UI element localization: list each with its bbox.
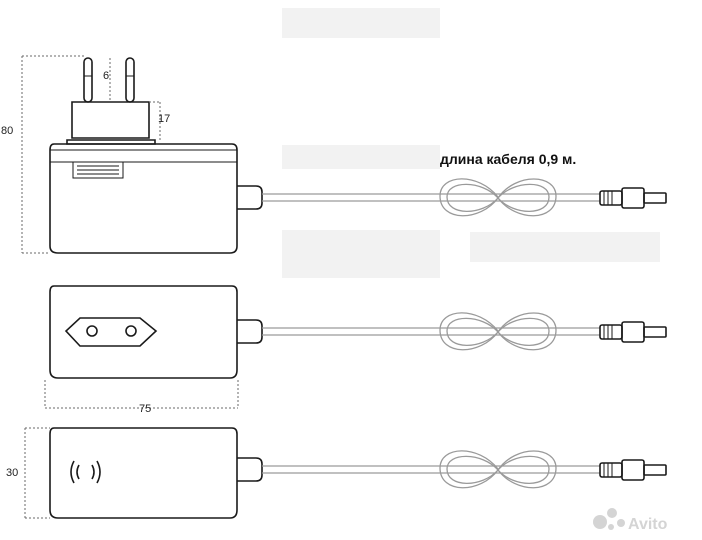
- watermark-text: Avito: [628, 516, 668, 533]
- side-view: 80 6 17 длина кабеля 0,9 м.: [1, 55, 667, 254]
- wireless-signal-icon: [70, 460, 101, 484]
- adapter-body-back: [49, 427, 238, 519]
- front-view: 75: [44, 285, 667, 415]
- dim-height-label: 80: [1, 125, 13, 137]
- side-dimensions: [21, 55, 161, 254]
- cable: [262, 178, 600, 217]
- depth-dimension: [24, 427, 50, 519]
- cable: [262, 450, 600, 489]
- width-dimension: [44, 380, 239, 409]
- euro-plug-socket-icon: [64, 317, 158, 347]
- avito-watermark: Avito: [593, 508, 668, 533]
- cable: [262, 312, 600, 351]
- strain-relief: [237, 457, 263, 482]
- plug-base: [66, 101, 156, 145]
- cable-length-label: длина кабеля 0,9 м.: [440, 151, 576, 167]
- dim-pin-label: 6: [103, 70, 109, 82]
- background-artifacts: [282, 8, 660, 278]
- dc-plug: [599, 459, 667, 481]
- dc-plug: [599, 321, 667, 343]
- strain-relief: [237, 319, 263, 344]
- dim-depth-label: 30: [6, 467, 18, 479]
- dim-width-label: 75: [139, 403, 151, 415]
- adapter-body-front: [49, 285, 238, 379]
- back-view: 30: [6, 427, 667, 519]
- strain-relief: [237, 185, 263, 210]
- avito-dots-icon: [593, 508, 625, 530]
- dc-plug: [599, 187, 667, 209]
- adapter-body-side: [49, 143, 238, 254]
- dim-plug-base-label: 17: [158, 113, 170, 125]
